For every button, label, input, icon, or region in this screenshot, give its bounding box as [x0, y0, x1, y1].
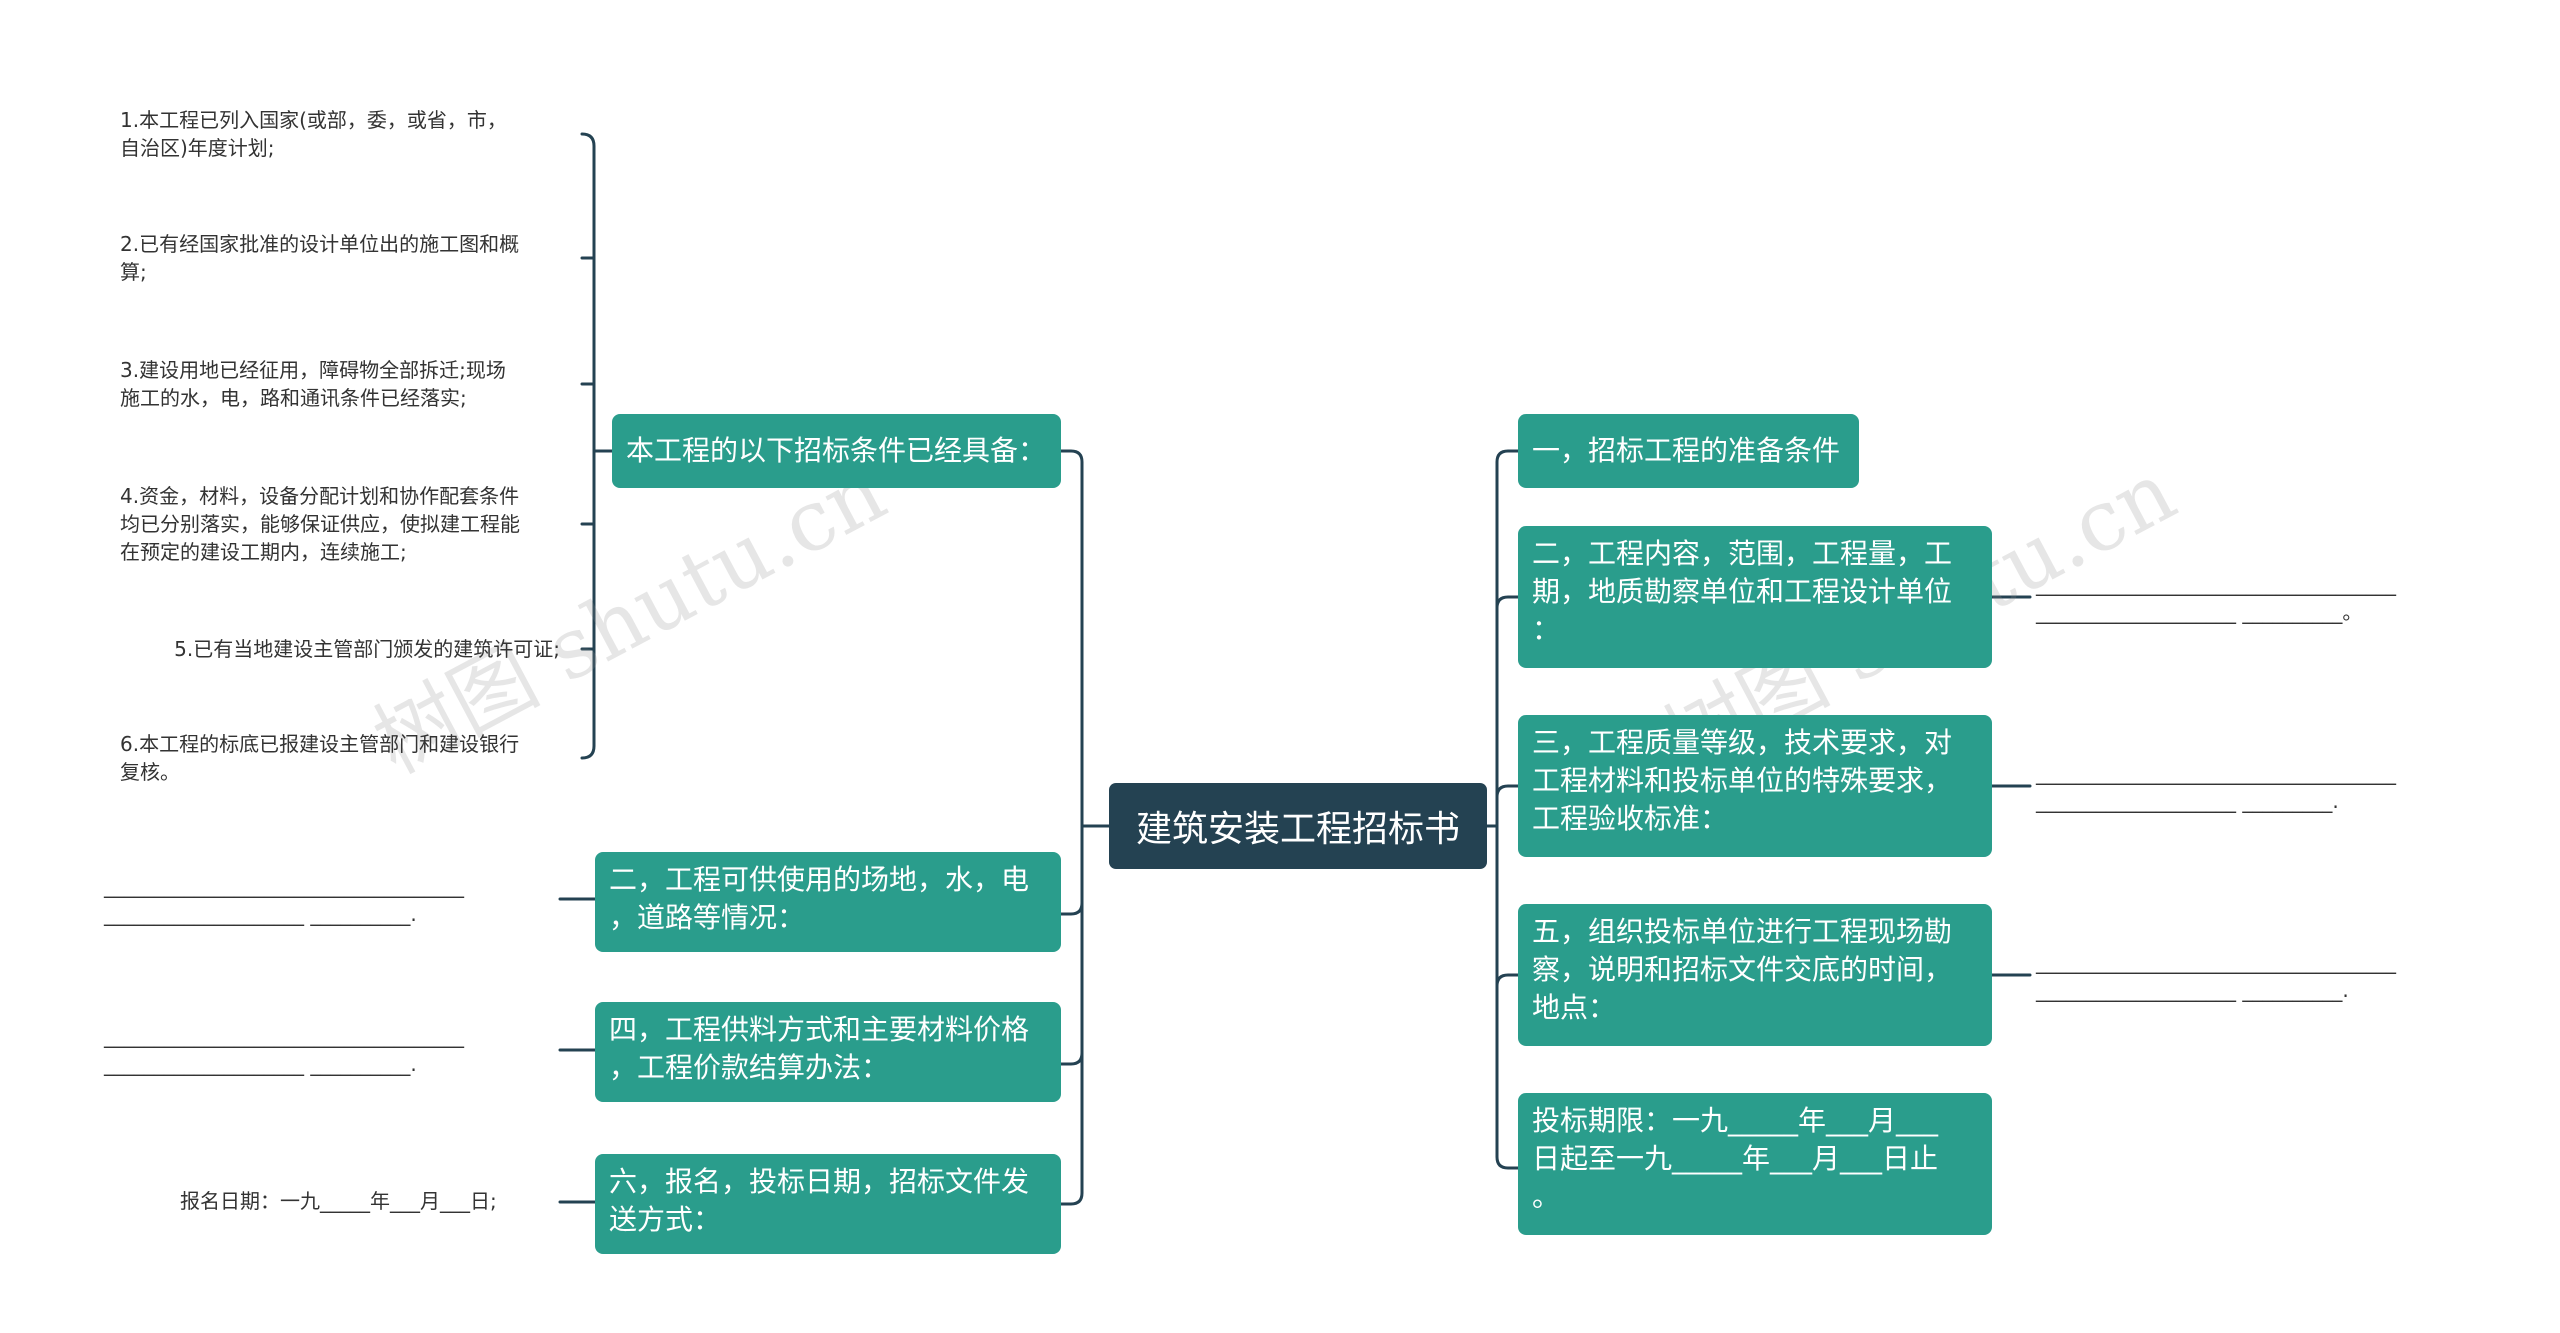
root-node[interactable]: 建筑安装工程招标书: [1109, 783, 1487, 869]
quality-fill: ____________________________________ ___…: [2036, 761, 2396, 813]
branch-prep[interactable]: 一，招标工程的准备条件: [1518, 414, 1859, 488]
survey-fill: ____________________________________ ___…: [2036, 950, 2396, 1002]
registration-fill: 报名日期：一九_____年___月___日;: [180, 1189, 497, 1213]
branch-site[interactable]: 二，工程可供使用的场地，水，电 ，道路等情况：: [595, 852, 1061, 952]
site-fill: ____________________________________ ___…: [104, 874, 464, 926]
connector-right-quality: [1495, 784, 1520, 799]
condition-item: 4.资金，材料，设备分配计划和协作配套条件 均已分别落实，能够保证供应，使拟建工…: [120, 484, 520, 564]
condition-item: 5.已有当地建设主管部门颁发的建筑许可证;: [174, 637, 560, 661]
branch-quality[interactable]: 三，工程质量等级，技术要求，对 工程材料和投标单位的特殊要求， 工程验收标准：: [1518, 715, 1992, 857]
branch-survey[interactable]: 五，组织投标单位进行工程现场勘 察，说明和招标文件交底的时间， 地点：: [1518, 904, 1992, 1046]
connector-right-trunk: [1495, 449, 1520, 1170]
branch-deadline[interactable]: 投标期限：一九_____年___月___ 日起至一九_____年___月___日…: [1518, 1093, 1992, 1235]
condition-item: 6.本工程的标底已报建设主管部门和建设银行 复核。: [120, 732, 520, 784]
condition-item: 2.已有经国家批准的设计单位出的施工图和概 算;: [120, 232, 520, 284]
supply-fill: ____________________________________ ___…: [104, 1024, 464, 1076]
connector-right-scope: [1495, 595, 1520, 610]
branch-conditions[interactable]: 本工程的以下招标条件已经具备：: [612, 414, 1061, 488]
connector-left-site: [1059, 901, 1084, 916]
connector-left-supply: [1059, 1051, 1084, 1066]
condition-item: 1.本工程已列入国家(或部，委，或省，市， 自治区)年度计划;: [120, 108, 507, 160]
condition-item: 3.建设用地已经征用，障碍物全部拆迁;现场 施工的水，电，路和通讯条件已经落实;: [120, 358, 506, 410]
branch-scope[interactable]: 二，工程内容，范围，工程量，工 期，地质勘察单位和工程设计单位 ：: [1518, 526, 1992, 668]
conditions-bracket: [580, 132, 596, 760]
branch-supply[interactable]: 四，工程供料方式和主要材料价格 ，工程价款结算办法：: [595, 1002, 1061, 1102]
scope-fill: ____________________________________ ___…: [2036, 572, 2396, 624]
connector-left-trunk: [1059, 449, 1084, 1206]
connector-right-survey: [1495, 973, 1520, 988]
branch-registration[interactable]: 六，报名，投标日期，招标文件发 送方式：: [595, 1154, 1061, 1254]
